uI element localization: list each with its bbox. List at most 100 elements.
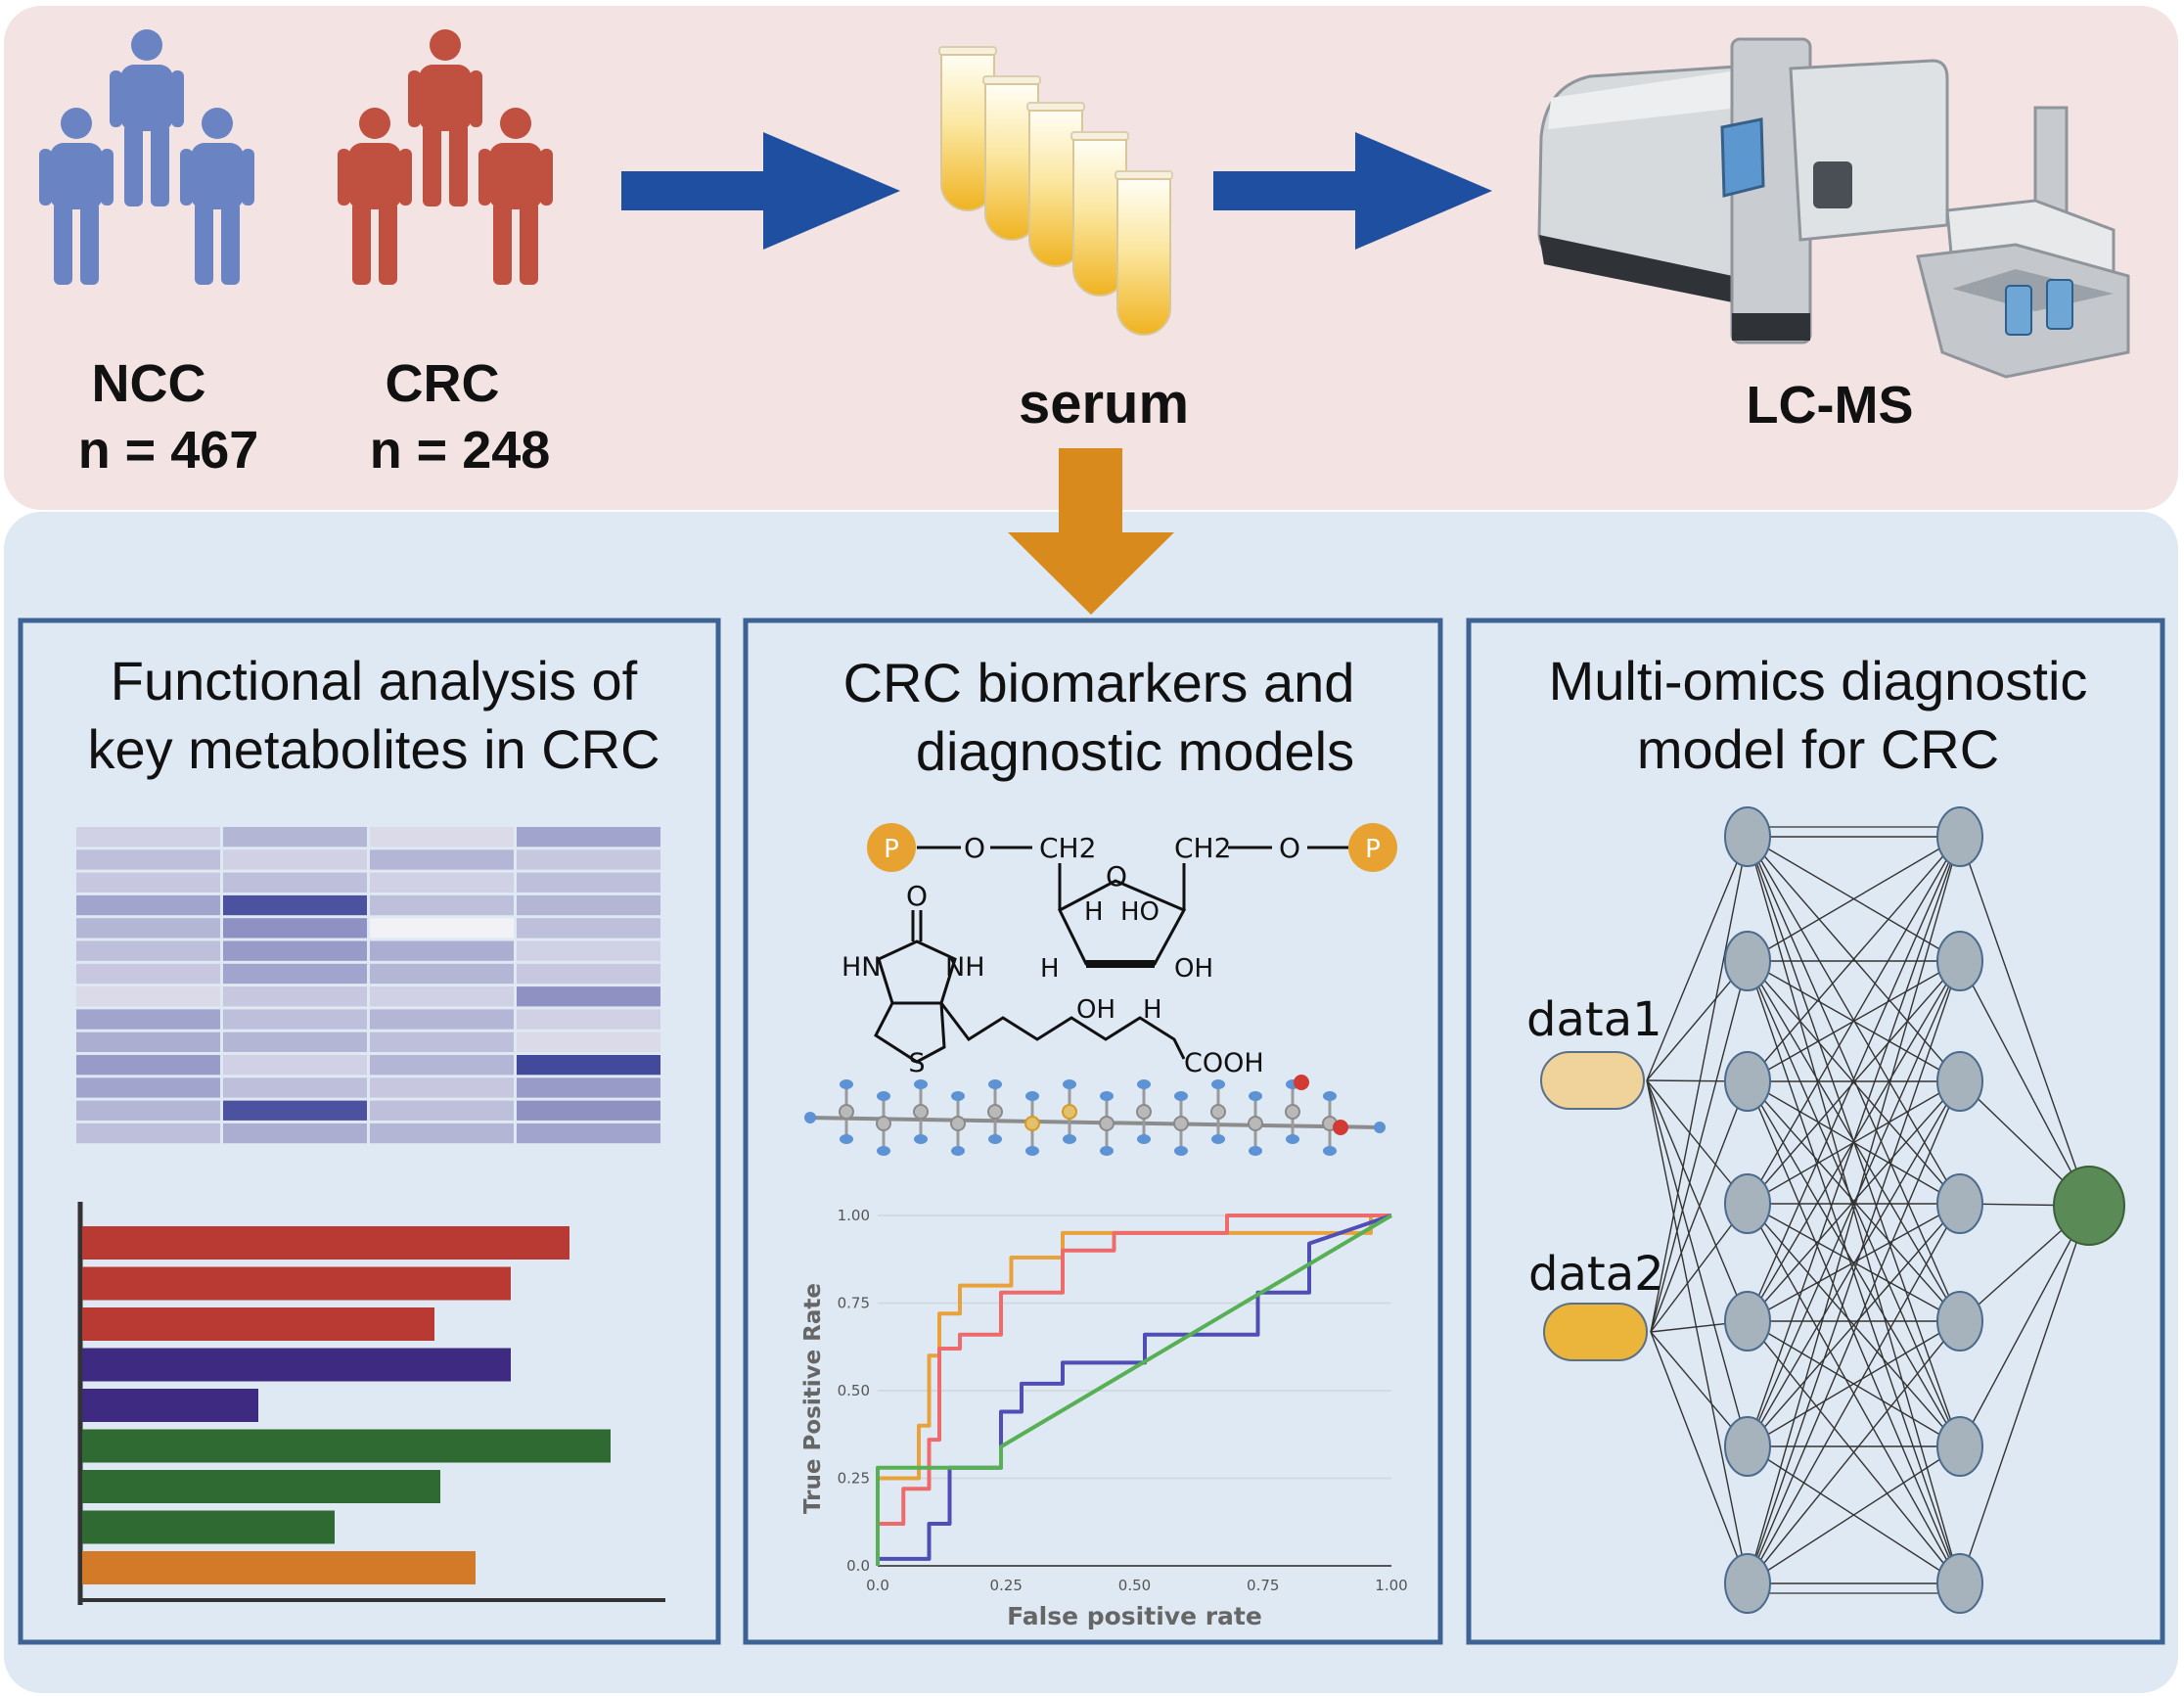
svg-text:OH: OH <box>1174 954 1213 984</box>
heatmap-cell <box>76 872 220 893</box>
panel-multiomics-title-line1: Multi-omics diagnostic <box>1549 650 2088 711</box>
svg-text:O: O <box>964 832 985 864</box>
hidden-node <box>1936 1051 1983 1112</box>
heatmap-cell <box>76 849 220 870</box>
heatmap-cell <box>76 986 220 1007</box>
heatmap-cell <box>370 849 514 870</box>
person-icon <box>110 29 184 206</box>
heatmap-cell <box>517 918 660 939</box>
panel-biomarkers-title-line1: CRC biomarkers and <box>843 652 1355 713</box>
heatmap-cell <box>223 1077 367 1098</box>
person-icon <box>39 108 114 285</box>
roc-x-tick-label: 0.75 <box>1247 1577 1279 1594</box>
svg-text:OH: OH <box>1076 995 1115 1025</box>
heatmap-cell <box>517 849 660 870</box>
heatmap-cell <box>370 940 514 961</box>
heatmap-cell <box>76 894 220 916</box>
heatmap-cell <box>223 940 367 961</box>
heatmap-cell <box>517 894 660 916</box>
heatmap-cell <box>517 940 660 961</box>
hidden-node <box>1936 1416 1983 1477</box>
heatmap-cell <box>370 827 514 848</box>
roc-curve <box>876 1214 1391 1566</box>
heatmap-cell <box>370 894 514 916</box>
neural-network-diagram <box>1540 806 2125 1614</box>
svg-text:O: O <box>906 880 928 912</box>
svg-text:H: H <box>1084 897 1104 927</box>
output-node <box>2053 1166 2125 1246</box>
person-icon <box>408 29 482 206</box>
heatmap-cell <box>370 986 514 1007</box>
heatmap-cell <box>76 1100 220 1121</box>
roc-y-axis-label: True Positive Rate <box>800 1283 826 1514</box>
hidden-node <box>1724 1173 1771 1234</box>
heatmap-cell <box>76 1009 220 1030</box>
heatmap-cell <box>223 849 367 870</box>
heatmap-cell <box>370 872 514 893</box>
heatmap-cell <box>223 1100 367 1121</box>
panel-functional-title-line2: key metabolites in CRC <box>87 718 660 780</box>
heatmap-cell <box>223 894 367 916</box>
heatmap-cell <box>76 1055 220 1076</box>
heatmap-cell <box>517 1123 660 1144</box>
heatmap-cell <box>223 1123 367 1144</box>
bar <box>82 1266 511 1301</box>
heatmap-cell <box>223 1009 367 1030</box>
panel-biomarkers <box>743 618 1443 1645</box>
heatmap-cell <box>517 827 660 848</box>
roc-y-tick-label: 1.00 <box>838 1207 870 1224</box>
input-data1-label: data1 <box>1526 992 1662 1047</box>
person-icon <box>180 108 254 285</box>
heatmap-cell <box>223 872 367 893</box>
panel-functional-title-line1: Functional analysis of <box>111 650 638 711</box>
heatmap-cell <box>76 1077 220 1098</box>
hidden-node <box>1724 806 1771 867</box>
roc-x-tick-label: 1.00 <box>1375 1577 1407 1594</box>
hidden-node <box>1936 1291 1983 1352</box>
biotin-sugar-structure: P P O CH2 CH2 O O H HO H OH OH H O HN NH… <box>842 823 1397 1078</box>
roc-x-axis-label: False positive rate <box>1007 1602 1262 1630</box>
svg-text:NH: NH <box>945 952 985 983</box>
roc-y-tick-label: 0.0 <box>846 1557 870 1575</box>
heatmap-cell <box>370 1123 514 1144</box>
heatmap-cell <box>223 827 367 848</box>
lc-ms-label: LC-MS <box>1747 376 1914 435</box>
svg-text:O: O <box>1279 832 1300 864</box>
input-node-data1 <box>1540 1051 1645 1110</box>
roc-curve <box>876 1214 1393 1566</box>
svg-text:HO: HO <box>1120 897 1160 927</box>
bar <box>82 1348 511 1382</box>
person-icon <box>478 108 553 285</box>
heatmap-cell <box>223 918 367 939</box>
heatmap-cell <box>517 1009 660 1030</box>
heatmap-cell <box>370 1009 514 1030</box>
svg-text:HN: HN <box>842 952 882 983</box>
heatmap-cell <box>517 1055 660 1076</box>
heatmap-cell <box>370 1100 514 1121</box>
roc-y-tick-label: 0.50 <box>838 1382 870 1399</box>
ncc-label: NCC <box>92 354 206 413</box>
phosphate-icon <box>1348 823 1397 872</box>
svg-text:COOH: COOH <box>1184 1048 1264 1078</box>
arrow-down-icon <box>1008 448 1174 615</box>
heatmap-cell <box>517 1077 660 1098</box>
roc-x-tick-label: 0.25 <box>990 1577 1023 1594</box>
hidden-node <box>1724 931 1771 991</box>
ncc-people-icon <box>39 29 254 285</box>
heatmap-cell <box>76 827 220 848</box>
roc-x-tick-label: 0.0 <box>866 1577 889 1594</box>
heatmap-cell <box>517 963 660 985</box>
hidden-node <box>1936 931 1983 991</box>
hidden-node <box>1936 1553 1983 1614</box>
heatmap-cell <box>517 1031 660 1052</box>
panel-multiomics-title-line2: model for CRC <box>1637 718 1999 780</box>
heatmap-cell <box>223 1031 367 1052</box>
roc-y-tick-label: 0.75 <box>838 1295 870 1312</box>
arrow-right-icon <box>621 132 900 250</box>
horizontal-bar-chart <box>77 1202 665 1605</box>
hidden-node <box>1724 1416 1771 1477</box>
hidden-node <box>1936 806 1983 867</box>
input-data2-label: data2 <box>1528 1247 1664 1302</box>
heatmap-cell <box>370 963 514 985</box>
